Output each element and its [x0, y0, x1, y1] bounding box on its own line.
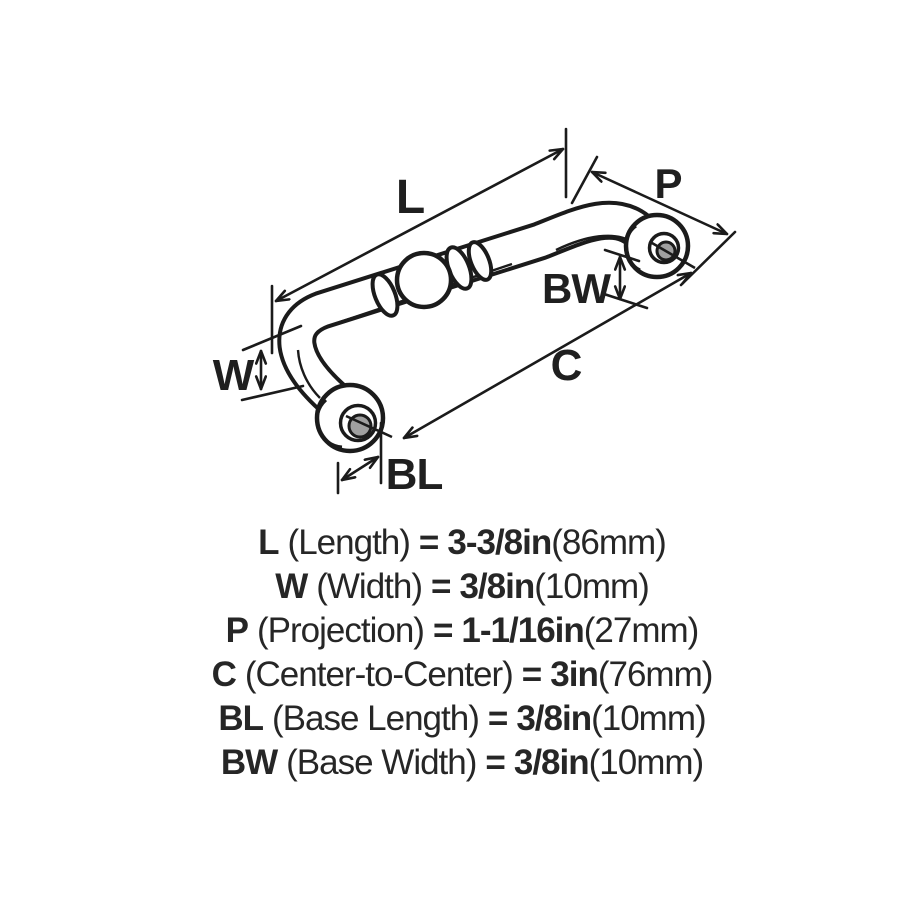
label-P: P: [654, 160, 681, 207]
inch-value: 3-3/8in: [447, 523, 552, 562]
equals-sign: =: [487, 699, 508, 738]
label-W: W: [213, 351, 255, 400]
dim-BW-ext-top: [603, 248, 641, 263]
metric-value: (10mm): [534, 567, 650, 606]
base-left-rim: [315, 398, 343, 449]
legend-row-L: L(Length)=3-3/8in(86mm): [12, 521, 900, 565]
dim-name: (Base Width): [286, 743, 477, 782]
equals-sign: =: [431, 567, 451, 606]
legend-row-BL: BL(Base Length)=3/8in(10mm): [12, 697, 900, 741]
dimension-lines: [240, 127, 737, 495]
dim-symbol: P: [225, 611, 249, 650]
dim-name: (Base Length): [272, 699, 480, 738]
dim-P-ext-left: [570, 155, 599, 205]
metric-value: (86mm): [551, 523, 667, 562]
label-L: L: [396, 171, 424, 224]
inch-value: 1-1/16in: [461, 611, 584, 650]
legend-row-C: C(Center-to-Center)=3in(76mm): [12, 653, 900, 697]
dim-name: (Length): [287, 523, 411, 562]
tube-highlight-left-bend: [296, 349, 321, 399]
dim-name: (Projection): [257, 611, 425, 650]
dim-BL-arrow: [340, 455, 380, 482]
dim-W-ext-top: [241, 324, 303, 352]
base-right: [623, 212, 696, 280]
dim-C-arrow: [402, 271, 693, 440]
dimension-legend: L(Length)=3-3/8in(86mm) W(Width)=3/8in(1…: [12, 521, 900, 785]
equals-sign: =: [485, 743, 505, 782]
base-left-screw-slot: [345, 414, 393, 439]
legend-row-BW: BW(Base Width)=3/8in(10mm): [12, 741, 900, 785]
metric-value: (27mm): [583, 611, 700, 650]
dim-symbol: L: [258, 523, 279, 562]
dim-name: (Center-to-Center): [244, 655, 514, 694]
dim-symbol: W: [275, 567, 308, 606]
dim-L-arrow: [274, 147, 565, 303]
inch-value: 3/8in: [513, 743, 590, 782]
legend-row-P: P(Projection)=1-1/16in(27mm): [12, 609, 900, 653]
equals-sign: =: [432, 611, 453, 650]
dim-symbol: C: [211, 655, 237, 694]
metric-value: (76mm): [597, 655, 714, 694]
equals-sign: =: [521, 655, 542, 694]
base-right-screw-slot: [651, 241, 696, 270]
dim-P-arrow: [590, 170, 729, 236]
inch-value: 3in: [550, 655, 599, 694]
dim-symbol: BL: [218, 699, 264, 738]
base-left: [314, 382, 393, 454]
inch-value: 3/8in: [516, 699, 592, 738]
label-BL: BL: [386, 450, 443, 499]
handle-body: [277, 200, 696, 454]
dim-W-ext-bottom: [240, 384, 305, 402]
dim-name: (Width): [316, 567, 423, 606]
dimension-labels: L P BW W C BL: [213, 160, 683, 499]
center-ball: [394, 250, 454, 310]
label-C: C: [551, 341, 582, 390]
metric-value: (10mm): [591, 699, 707, 738]
metric-value: (10mm): [588, 743, 705, 782]
equals-sign: =: [418, 523, 439, 562]
label-BW: BW: [542, 265, 611, 312]
legend-row-W: W(Width)=3/8in(10mm): [12, 565, 900, 609]
dim-symbol: BW: [220, 743, 278, 782]
inch-value: 3/8in: [459, 567, 535, 606]
